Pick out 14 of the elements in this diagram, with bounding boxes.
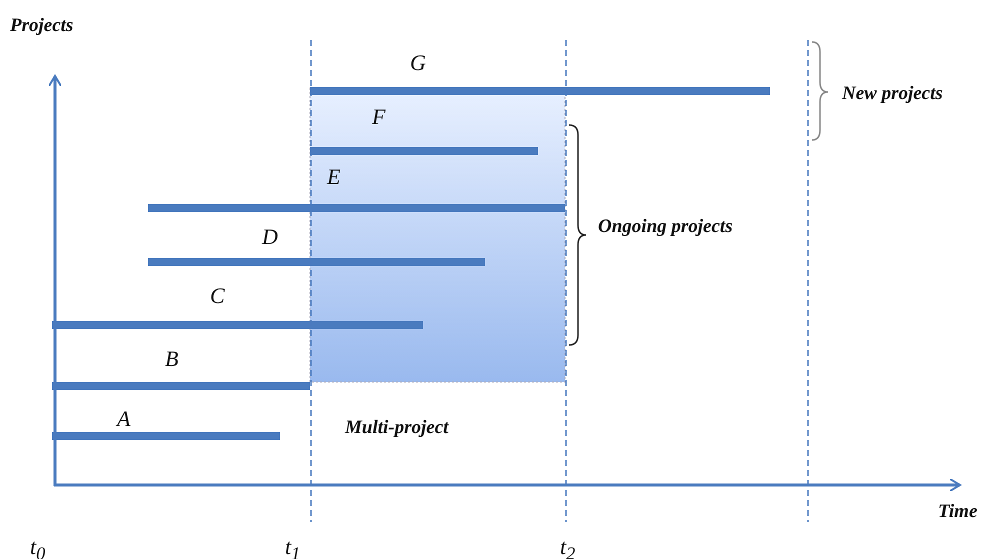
bar-label: A [117, 408, 130, 430]
region-label: Multi-project [345, 418, 448, 437]
time-label: t$_{2}$ [560, 536, 576, 559]
bar-label: D [262, 226, 278, 248]
bar-label: B [165, 348, 178, 370]
axis-title: Projects [10, 16, 74, 35]
bar-label: C [210, 285, 225, 307]
bar-label: F [372, 106, 386, 128]
group-label: Ongoing projects [598, 217, 733, 236]
axis-title: Time [938, 502, 978, 521]
bar-label: G [410, 52, 426, 74]
group-label: New projects [842, 84, 943, 103]
time-label: t$_{1}$ [285, 536, 300, 559]
bar-label: E [327, 166, 340, 188]
